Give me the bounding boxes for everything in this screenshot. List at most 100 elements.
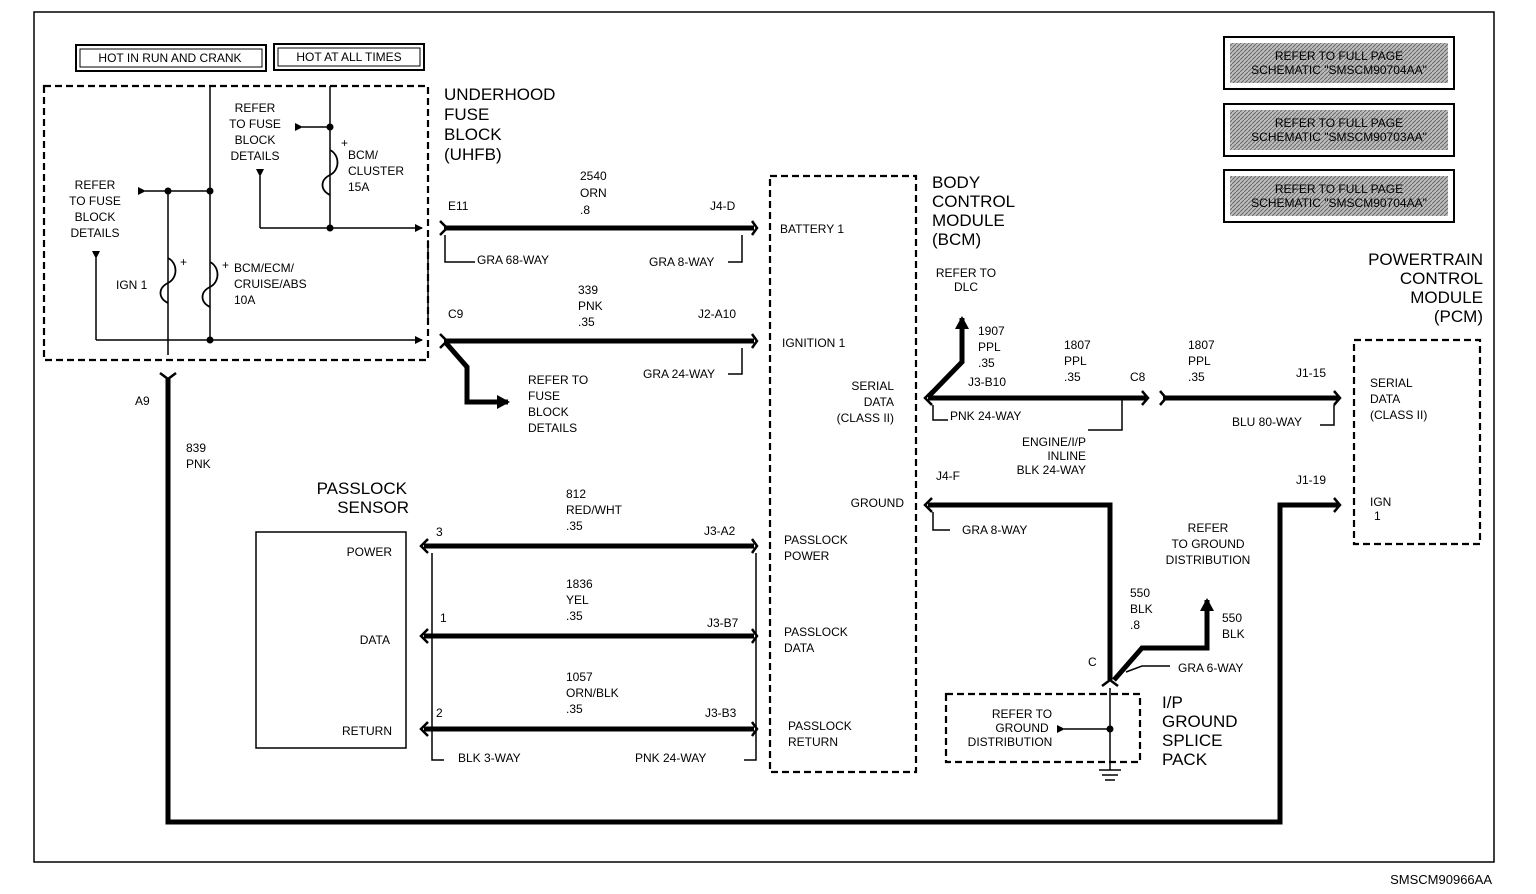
svg-text:INLINE: INLINE [1047, 449, 1086, 463]
wire-label-a9: 839 PNK [186, 441, 211, 471]
svg-text:1807: 1807 [1188, 338, 1215, 352]
svg-text:550: 550 [1130, 586, 1150, 600]
legend: HOT IN RUN AND CRANK HOT AT ALL TIMES [75, 43, 425, 72]
svg-text:2540: 2540 [580, 169, 607, 183]
uhfb-box [42, 84, 430, 362]
passlock-sensor-title: PASSLOCK SENSOR [317, 479, 409, 517]
svg-text:PNK: PNK [578, 299, 603, 313]
pin-2: 2 [436, 706, 443, 720]
svg-text:IGN: IGN [1370, 495, 1391, 509]
svg-text:(CLASS II): (CLASS II) [837, 411, 894, 425]
uhfb-refer-left: REFER TO FUSE BLOCK DETAILS [69, 178, 121, 240]
conn-gra-24-way: GRA 24-WAY [643, 367, 715, 381]
svg-text:PACK: PACK [1162, 750, 1208, 769]
svg-text:+: + [222, 258, 229, 272]
wire-550-blk-ground [1112, 598, 1214, 682]
svg-text:BLOCK: BLOCK [75, 210, 116, 224]
svg-text:1907: 1907 [978, 324, 1005, 338]
svg-text:.35: .35 [978, 356, 995, 370]
pin-a9: A9 [135, 394, 150, 408]
uhfb-internal-wiring [92, 86, 423, 355]
svg-text:CLUSTER: CLUSTER [348, 164, 404, 178]
bcm-passlock-return-label: PASSLOCK RETURN [788, 719, 852, 749]
svg-text:10A: 10A [234, 293, 255, 307]
wire-label-ser2: 1807 PPL .35 [1188, 338, 1215, 384]
conn-blu-80-way: BLU 80-WAY [1232, 415, 1302, 429]
bcm-passlock-power-label: PASSLOCK POWER [784, 533, 848, 563]
svg-text:BCM/ECM/: BCM/ECM/ [234, 261, 295, 275]
ref-schematic-2[interactable]: REFER TO FULL PAGE SCHEMATIC "SMSCM90703… [1223, 103, 1455, 157]
svg-text:550: 550 [1222, 611, 1242, 625]
refer-dlc: REFER TO DLC [936, 266, 996, 294]
svg-text:SPLICE: SPLICE [1162, 731, 1222, 750]
svg-text:.35: .35 [566, 702, 583, 716]
pin-j3b3: J3-B3 [705, 706, 737, 720]
fuse-ign1-icon [159, 257, 177, 304]
svg-text:BLK: BLK [1222, 627, 1245, 641]
bcm-title: BODY CONTROL MODULE (BCM) [932, 173, 1015, 249]
bcm-serial-label: SERIAL DATA (CLASS II) [837, 379, 895, 425]
splice-internal [1057, 688, 1114, 770]
svg-text:PASSLOCK: PASSLOCK [784, 625, 848, 639]
svg-text:1836: 1836 [566, 577, 593, 591]
svg-text:SERIAL: SERIAL [1370, 376, 1413, 390]
conn-blk-3-way: BLK 3-WAY [458, 751, 521, 765]
fuse-bcm-cluster-icon [321, 149, 339, 196]
svg-text:BODY: BODY [932, 173, 980, 192]
svg-text:BCM/: BCM/ [348, 148, 379, 162]
refer-fuse-block-c9: REFER TO FUSE BLOCK DETAILS [528, 373, 588, 435]
conn-engine-ip-inline: ENGINE/I/P INLINE BLK 24-WAY [1017, 435, 1086, 477]
pin-j4f: J4-F [936, 469, 960, 483]
splice-pack-box [944, 692, 1142, 764]
wire-label-dlc: 1907 PPL .35 [978, 324, 1005, 370]
ref-schematic-1[interactable]: REFER TO FULL PAGE SCHEMATIC "SMSCM90704… [1223, 36, 1455, 90]
fuse-bcm-cluster-label: BCM/ CLUSTER 15A [348, 148, 404, 194]
pin-c: C [1088, 655, 1097, 669]
pin-c8: C8 [1130, 370, 1146, 384]
svg-text:GROUND: GROUND [995, 721, 1049, 735]
pcm-title: POWERTRAIN CONTROL MODULE (PCM) [1368, 250, 1483, 326]
sensor-return-label: RETURN [342, 724, 392, 738]
pcm-box [1352, 338, 1482, 546]
wire-1907-ppl [926, 316, 969, 399]
svg-text:SENSOR: SENSOR [337, 498, 409, 517]
svg-text:.35: .35 [566, 519, 583, 533]
conn-gra-8-way-bcm: GRA 8-WAY [649, 255, 714, 269]
pin-j119: J1-19 [1296, 473, 1326, 487]
svg-text:DISTRIBUTION: DISTRIBUTION [1166, 553, 1251, 567]
svg-text:812: 812 [566, 487, 586, 501]
svg-text:+: + [341, 136, 348, 150]
svg-text:PPL: PPL [1188, 354, 1211, 368]
wire-label-ser1: 1807 PPL .35 [1064, 338, 1091, 384]
pin-e11: E11 [448, 199, 469, 213]
svg-text:PPL: PPL [978, 340, 1001, 354]
wire-label-pwr: 812 RED/WHT .35 [566, 487, 623, 533]
svg-text:(PCM): (PCM) [1434, 307, 1483, 326]
ref-schematic-3[interactable]: REFER TO FULL PAGE SCHEMATIC "SMSCM90704… [1223, 169, 1455, 223]
uhfb-title: UNDERHOOD FUSE BLOCK (UHFB) [444, 85, 555, 164]
svg-text:FUSE: FUSE [444, 105, 489, 124]
pcm-ign-label: IGN 1 [1370, 495, 1391, 523]
wire-839-pnk [165, 378, 1338, 825]
svg-text:DETAILS: DETAILS [528, 421, 577, 435]
wire-label-ret: 1057 ORN/BLK .35 [566, 670, 619, 716]
svg-text:(BCM): (BCM) [932, 230, 981, 249]
wire-label-gnd1: 550 BLK .8 [1130, 586, 1153, 632]
svg-text:I/P: I/P [1162, 693, 1183, 712]
pin-c9: C9 [448, 307, 464, 321]
ign1-label: IGN 1 [116, 278, 148, 292]
svg-text:339: 339 [578, 283, 598, 297]
conn-gra-6-way: GRA 6-WAY [1178, 661, 1243, 675]
svg-text:1: 1 [1374, 509, 1381, 523]
conn-pnk-24-way-passlock: PNK 24-WAY [635, 751, 706, 765]
bcm-ignition-label: IGNITION 1 [782, 336, 846, 350]
svg-text:DETAILS: DETAILS [70, 226, 119, 240]
fuse-bcm-ecm-label: BCM/ECM/ CRUISE/ABS 10A [234, 261, 307, 307]
svg-text:.35: .35 [566, 609, 583, 623]
sensor-data-label: DATA [360, 633, 390, 647]
svg-text:REFER: REFER [75, 178, 116, 192]
svg-text:PNK: PNK [186, 457, 211, 471]
svg-text:CONTROL: CONTROL [932, 192, 1015, 211]
pin-j4d: J4-D [710, 199, 736, 213]
